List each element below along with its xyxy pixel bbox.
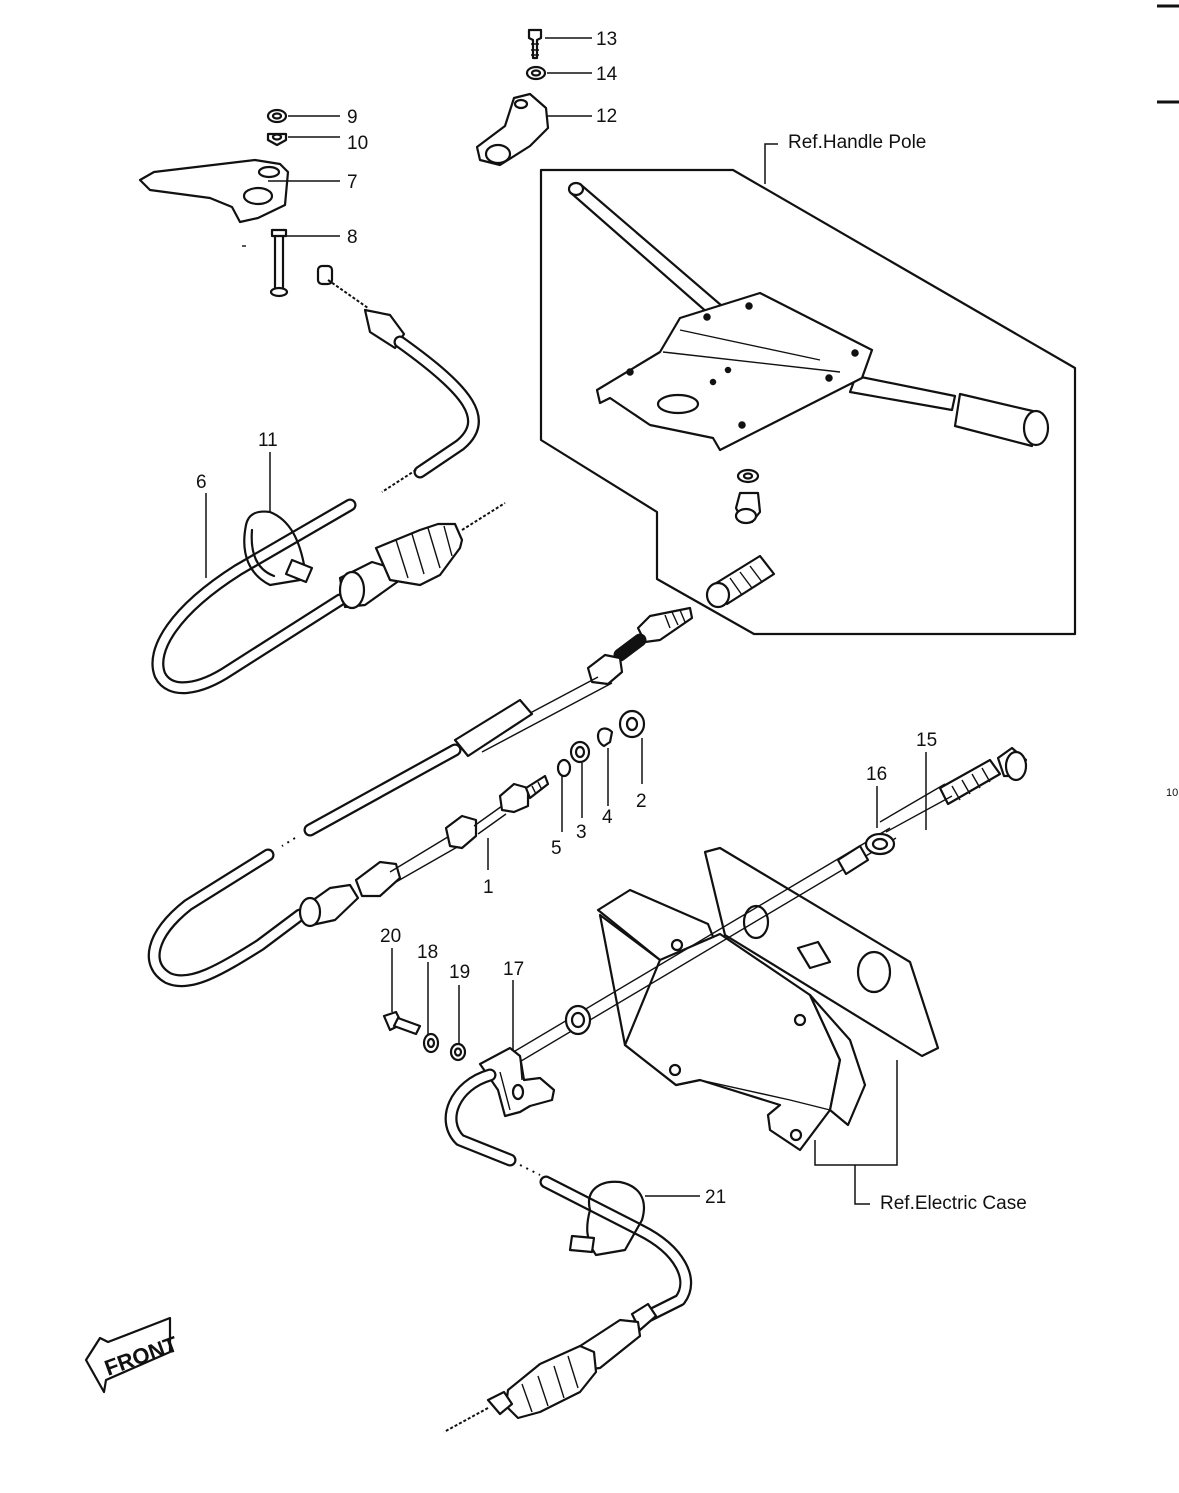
callout-16: 16 (866, 764, 887, 785)
screw-washer-set (382, 1010, 467, 1062)
ref-electric-case-label: Ref.Electric Case (880, 1193, 1027, 1214)
cable-holder-assembly (475, 28, 550, 167)
callout-11: 11 (258, 430, 278, 451)
electric-case: Ref.Electric Case (596, 846, 1027, 1214)
bracket-assembly (138, 108, 290, 298)
callout-13: 13 (596, 29, 617, 50)
callout-2: 2 (636, 791, 647, 812)
front-label: FRONT (101, 1331, 181, 1381)
callout-17: 17 (503, 959, 524, 980)
lower-cable (147, 606, 694, 988)
callout-21: 21 (705, 1187, 726, 1208)
callout-leaders (205, 37, 927, 1197)
callout-3: 3 (576, 822, 587, 843)
handle-pole-ref-box: Ref.Handle Pole (539, 132, 1077, 636)
callout-15: 15 (916, 730, 937, 751)
ref-handle-pole-label: Ref.Handle Pole (788, 132, 926, 153)
nut-washer-set (556, 709, 646, 778)
callout-14: 14 (596, 64, 618, 85)
edge-marks: 10 (1157, 4, 1179, 799)
callout-20: 20 (380, 926, 401, 947)
callout-1: 1 (483, 877, 494, 898)
handle-pole-assembly (567, 181, 1050, 609)
callout-7: 7 (347, 172, 358, 193)
callout-numbers: 13 14 12 9 10 7 8 11 6 15 16 2 4 3 5 1 2… (196, 29, 937, 1208)
callout-4: 4 (602, 807, 613, 828)
callout-6: 6 (196, 472, 207, 493)
callout-10: 10 (347, 133, 368, 154)
callout-5: 5 (551, 838, 562, 859)
callout-18: 18 (417, 942, 438, 963)
callout-8: 8 (347, 227, 358, 248)
callout-9: 9 (347, 107, 358, 128)
upper-cable (151, 264, 506, 695)
front-arrow: FRONT (84, 1316, 181, 1394)
side-note: 10 (1166, 787, 1178, 799)
callout-12: 12 (596, 106, 617, 127)
callout-19: 19 (449, 962, 470, 983)
cable-15 (443, 746, 1028, 1433)
